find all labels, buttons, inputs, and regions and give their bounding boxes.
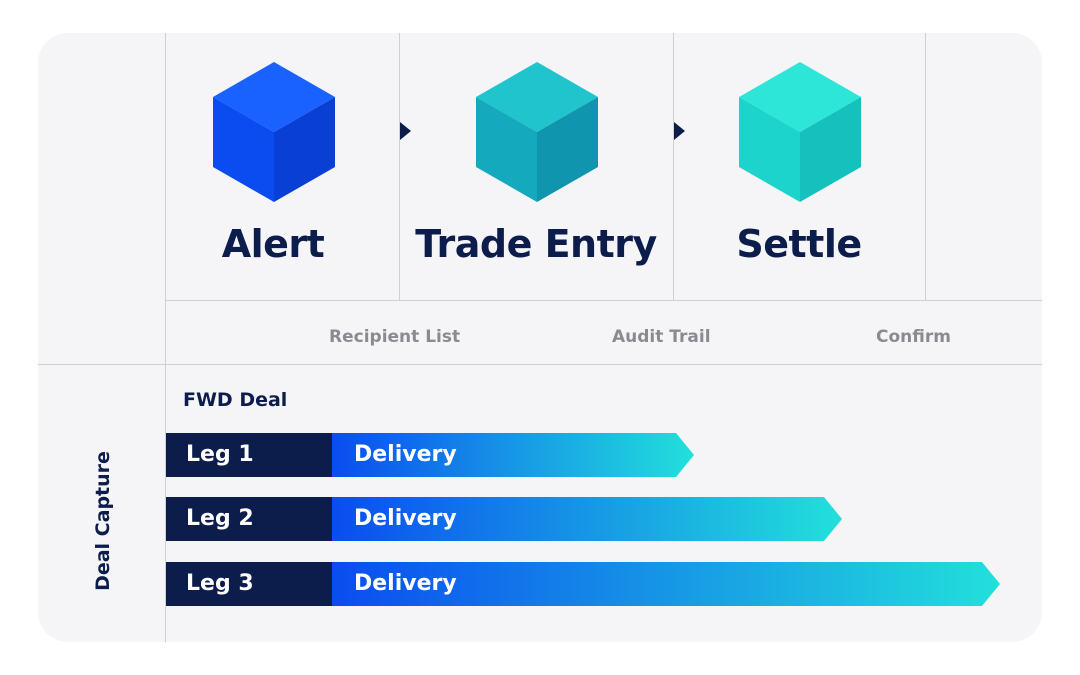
delivery-label: Delivery bbox=[354, 442, 457, 467]
row-divider bbox=[38, 364, 1042, 365]
delivery-arrow-shape bbox=[332, 497, 842, 541]
row-label-text: Deal Capture bbox=[92, 451, 114, 591]
row-label-deal-capture: Deal Capture bbox=[74, 451, 132, 591]
settle-cube-icon bbox=[739, 62, 861, 202]
delivery-label: Delivery bbox=[354, 506, 457, 531]
leg-row-1: Leg 1 Delivery bbox=[166, 433, 694, 477]
flow-arrow-icon bbox=[400, 122, 411, 140]
delivery-arrow-bar bbox=[332, 562, 1000, 606]
column-divider bbox=[673, 33, 674, 301]
cube-right-face bbox=[800, 97, 861, 202]
alert-cube-icon bbox=[213, 62, 335, 202]
column-divider bbox=[925, 33, 926, 301]
trade-entry-cube-icon bbox=[476, 62, 598, 202]
leg-name-cell: Leg 3 bbox=[166, 562, 333, 606]
leg-row-3: Leg 3 Delivery bbox=[166, 562, 1000, 606]
stage-label-alert: Alert bbox=[221, 222, 325, 266]
leg-name: Leg 1 bbox=[186, 442, 254, 467]
delivery-arrow-bar bbox=[332, 497, 842, 541]
leg-name: Leg 3 bbox=[186, 571, 254, 596]
cube-left-face bbox=[476, 97, 537, 202]
sub-label-audit-trail: Audit Trail bbox=[612, 327, 711, 347]
leg-row-2: Leg 2 Delivery bbox=[166, 497, 842, 541]
cube-right-face bbox=[274, 97, 335, 202]
column-divider bbox=[399, 33, 400, 301]
flow-arrow-icon bbox=[674, 122, 685, 140]
stage-label-settle: Settle bbox=[736, 222, 862, 266]
stage-label-trade-entry: Trade Entry bbox=[415, 222, 657, 266]
leg-name-cell: Leg 2 bbox=[166, 497, 333, 541]
leg-name-cell: Leg 1 bbox=[166, 433, 333, 477]
column-divider bbox=[165, 33, 166, 642]
delivery-arrow-shape bbox=[332, 562, 1000, 606]
delivery-arrow-shape bbox=[332, 433, 694, 477]
delivery-arrow-bar bbox=[332, 433, 694, 477]
cube-left-face bbox=[739, 97, 800, 202]
sub-label-recipient-list: Recipient List bbox=[329, 327, 461, 347]
leg-name: Leg 2 bbox=[186, 506, 254, 531]
cube-right-face bbox=[537, 97, 598, 202]
cube-left-face bbox=[213, 97, 274, 202]
sub-label-confirm: Confirm bbox=[876, 327, 951, 347]
delivery-label: Delivery bbox=[354, 571, 457, 596]
deal-title: FWD Deal bbox=[183, 389, 288, 411]
row-divider bbox=[166, 300, 1042, 301]
